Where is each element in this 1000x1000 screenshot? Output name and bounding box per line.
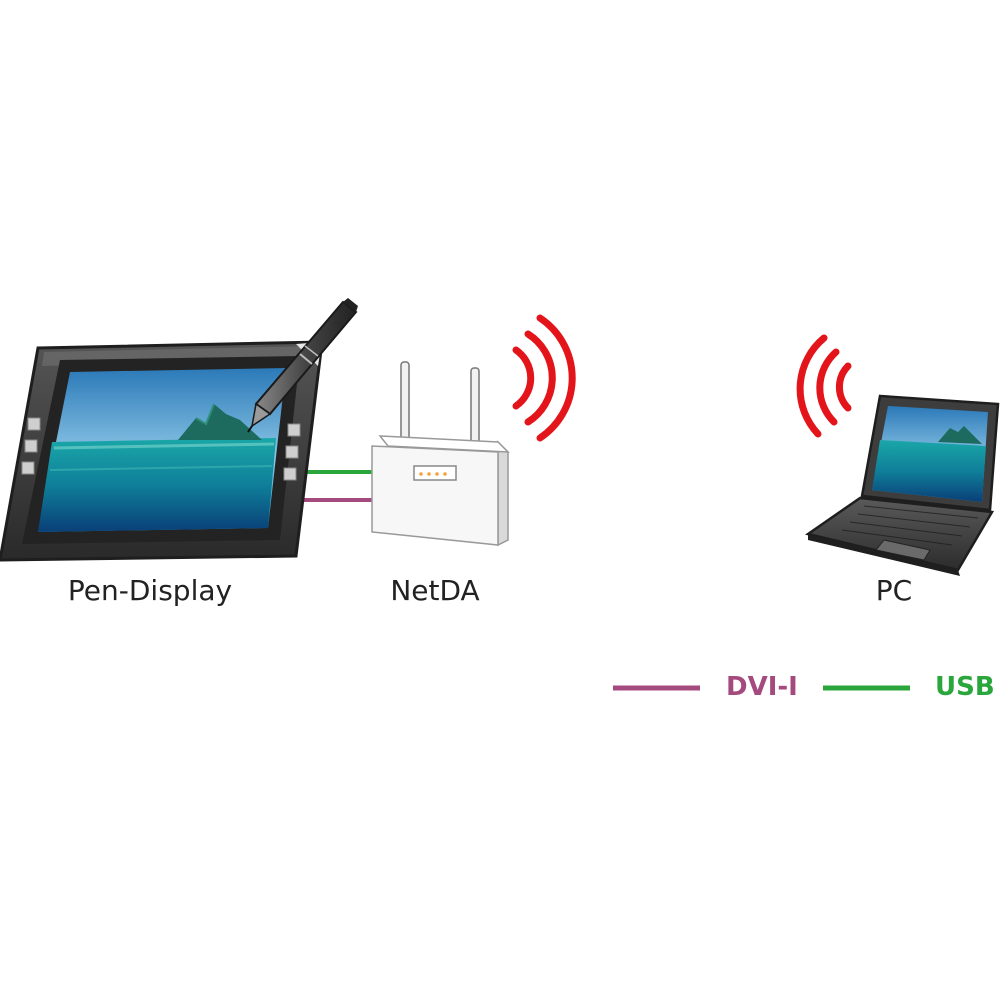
laptop-pc-icon bbox=[804, 394, 1000, 576]
stylus-pen-icon bbox=[247, 298, 358, 433]
pen-display-label: Pen-Display bbox=[67, 574, 233, 607]
netda-router-icon bbox=[371, 361, 510, 547]
netda-label: NetDA bbox=[390, 574, 480, 607]
cables bbox=[296, 470, 378, 502]
legend-usb-label: USB bbox=[935, 672, 995, 702]
pc-label: PC bbox=[875, 574, 913, 607]
wireless-signal-icon bbox=[512, 314, 576, 442]
wireless-signal-icon bbox=[796, 334, 852, 438]
legend-dvi-label: DVI-I bbox=[726, 672, 798, 702]
pen-display-icon bbox=[0, 340, 324, 562]
